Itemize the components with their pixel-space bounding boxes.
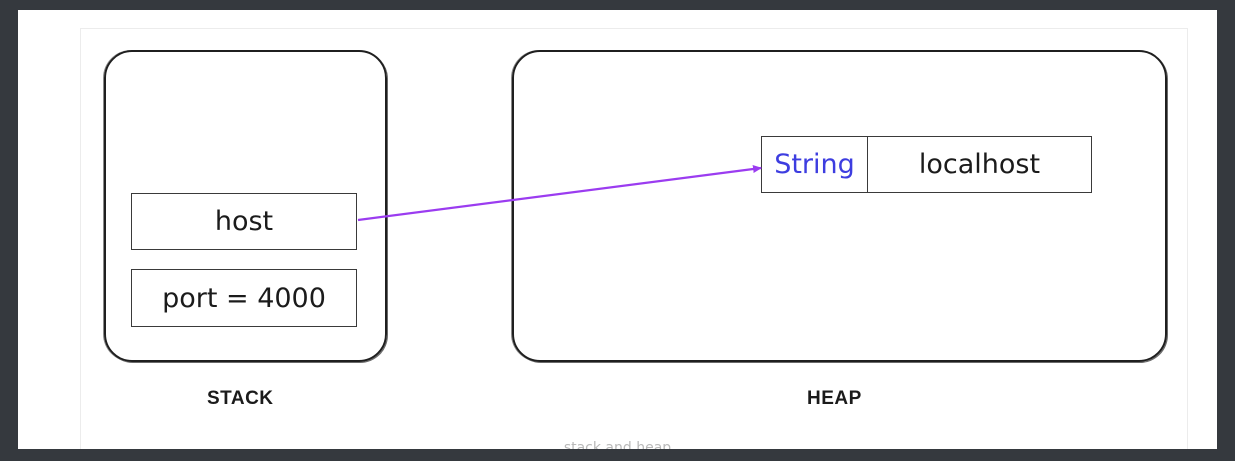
heap-object-type: String <box>762 137 868 192</box>
diagram-canvas: host port = 4000 String localhost STACK … <box>18 10 1217 449</box>
stack-variable-host: host <box>131 193 357 250</box>
diagram-caption: stack and heap <box>563 440 672 449</box>
heap-label: HEAP <box>807 388 862 409</box>
stack-label: STACK <box>207 388 274 409</box>
heap-string-object: String localhost <box>761 136 1092 193</box>
heap-object-value: localhost <box>918 149 1041 180</box>
diagram-frame <box>80 28 1188 449</box>
stack-variable-port-label: port = 4000 <box>162 282 326 314</box>
stack-variable-port: port = 4000 <box>131 269 357 327</box>
stack-variable-host-label: host <box>214 206 274 237</box>
heap-region <box>512 50 1167 362</box>
